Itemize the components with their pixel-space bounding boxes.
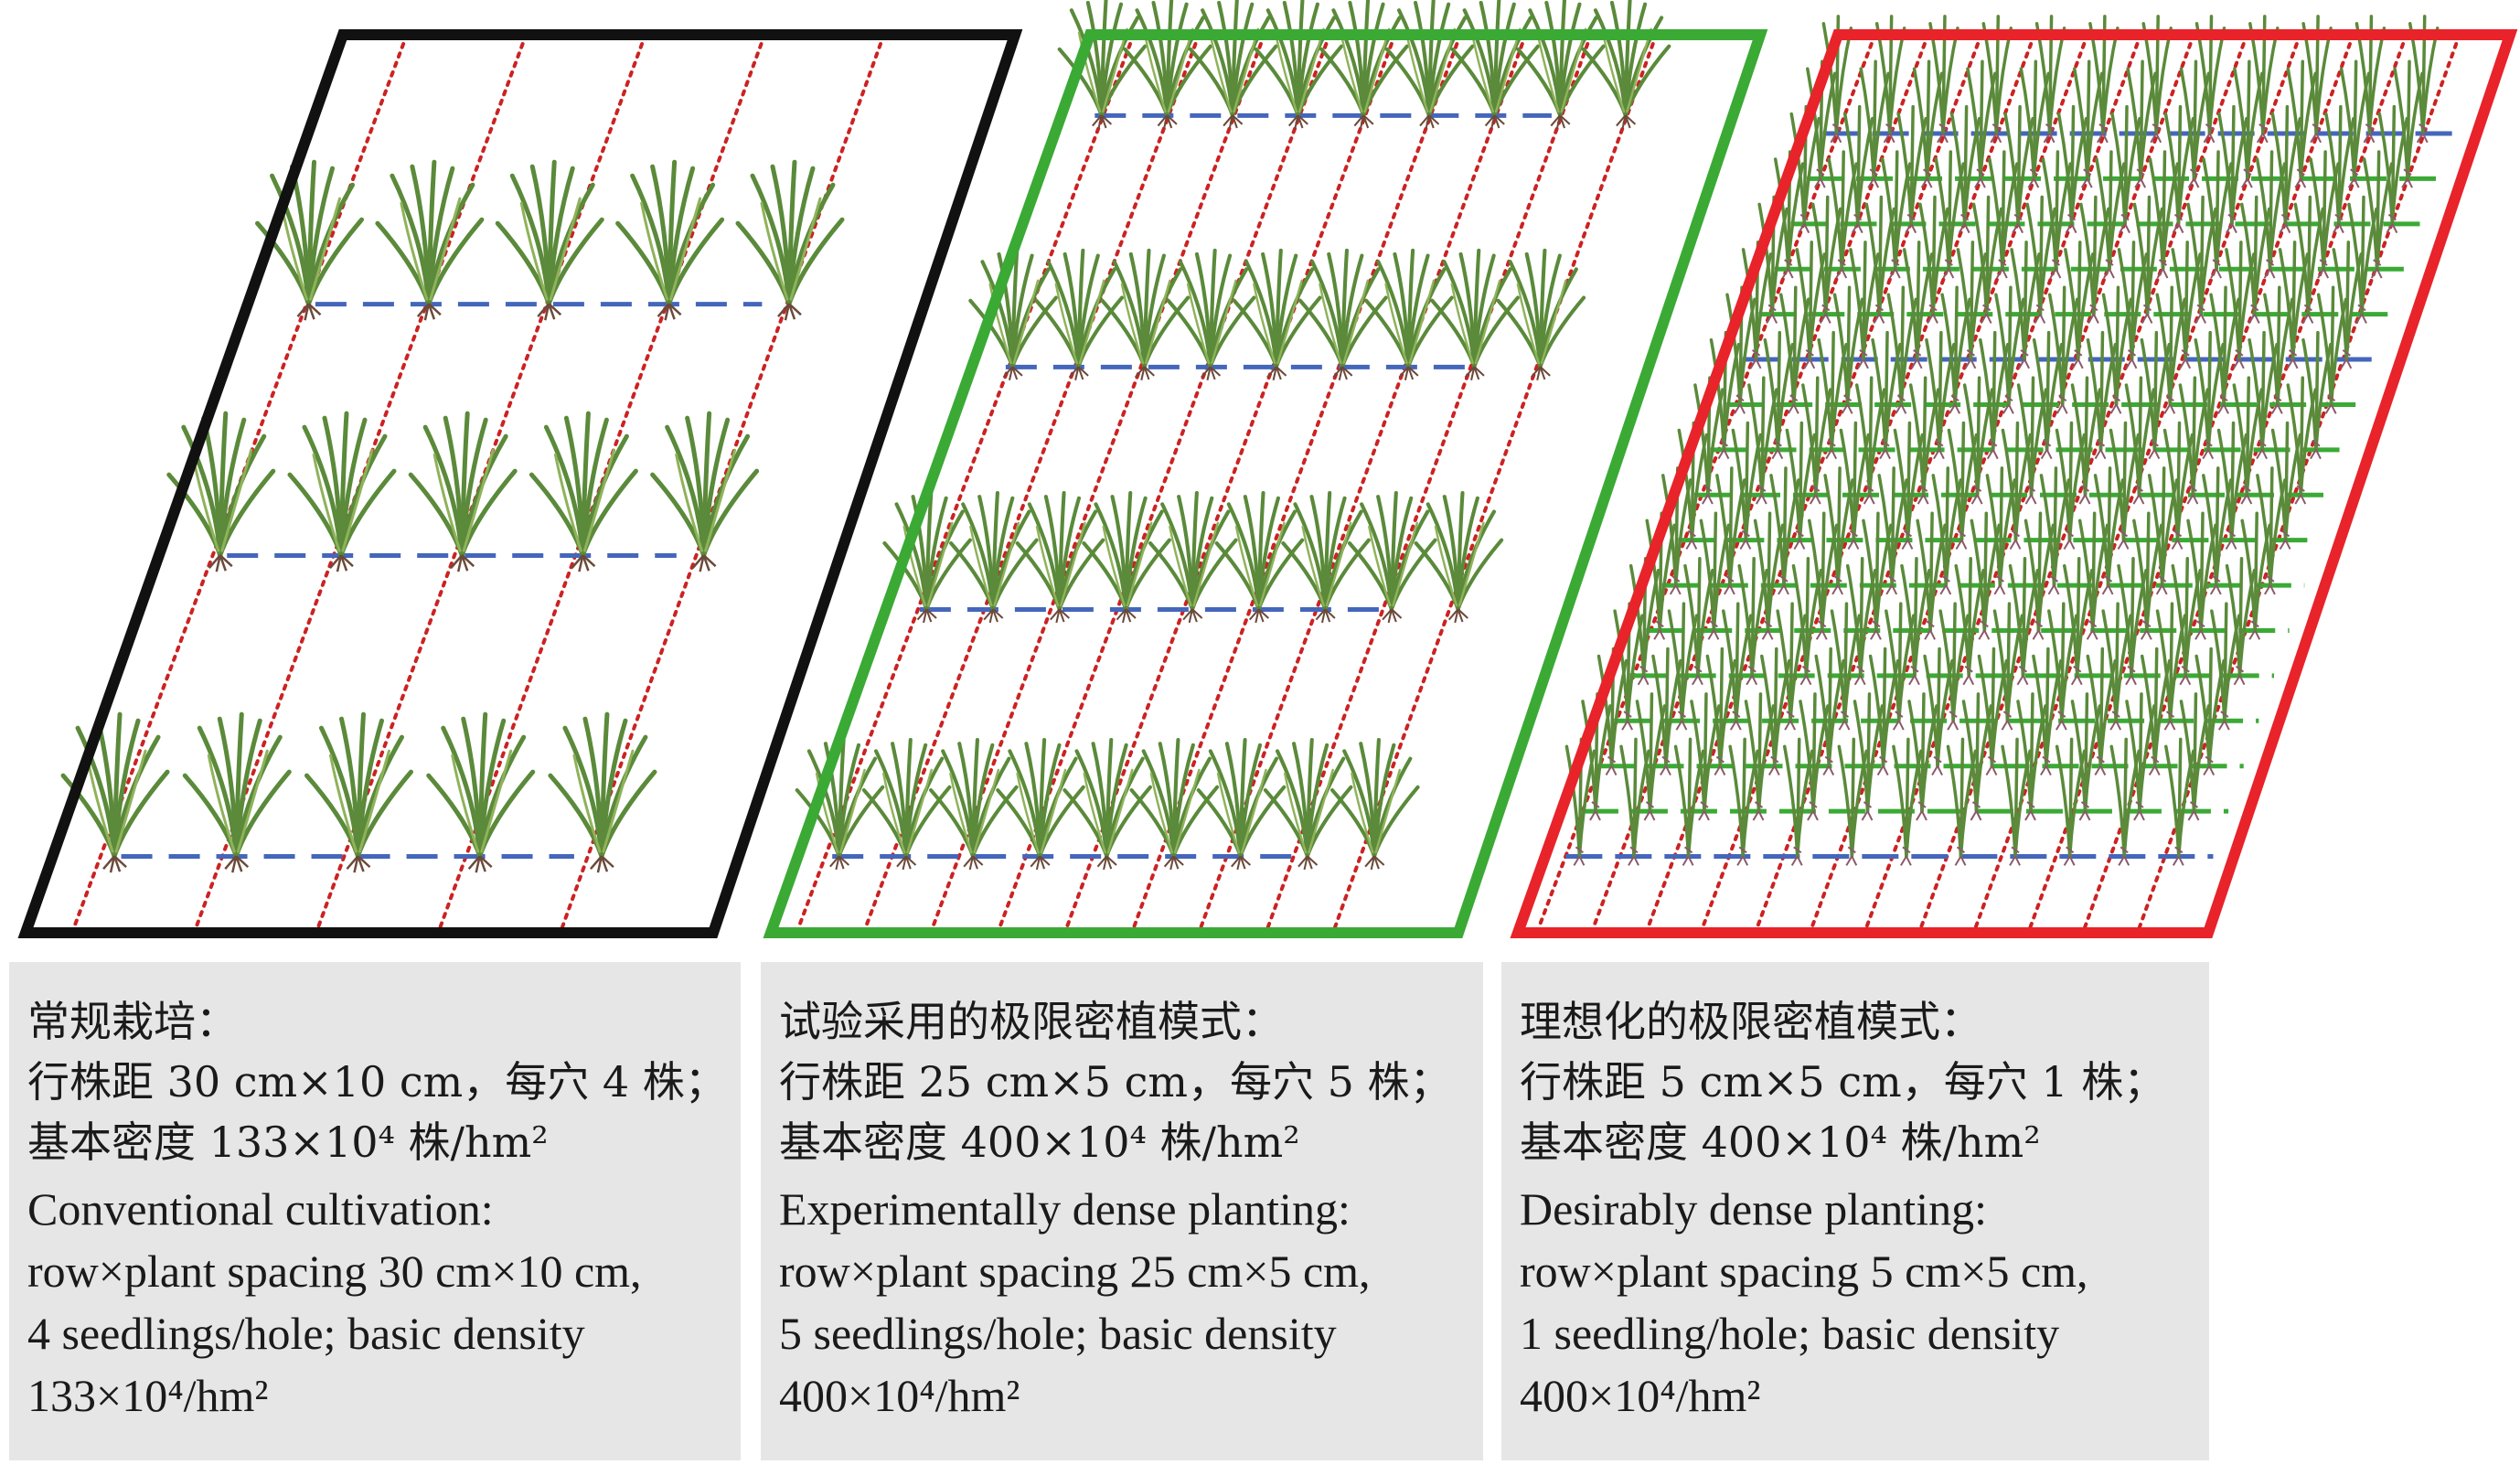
column-line xyxy=(1332,42,1655,930)
rice-plant xyxy=(550,714,655,872)
panel-frame xyxy=(1510,29,2518,938)
caption-en-line-1: Experimentally dense planting: xyxy=(779,1183,1351,1235)
rice-plant xyxy=(531,413,635,572)
rice-plant xyxy=(411,413,515,572)
rice-plant xyxy=(185,714,289,872)
column-line xyxy=(863,42,1198,930)
rice-plant xyxy=(290,413,394,572)
rice-plant xyxy=(998,740,1083,870)
caption-zh-density: 基本密度 400×10⁴ 株/hm² xyxy=(779,1117,1300,1167)
caption-en-line-2: row×plant spacing 5 cm×5 cm, xyxy=(1520,1246,2088,1297)
caption-desirable: 理想化的极限密植模式： 行株距 5 cm×5 cm，每穴 1 株； 基本密度 4… xyxy=(1501,962,2209,1460)
rice-plant xyxy=(864,740,949,870)
caption-en-line-1: Desirably dense planting: xyxy=(1520,1183,1987,1235)
rice-plant xyxy=(1265,740,1351,870)
caption-zh-spacing: 行株距 5 cm×5 cm，每穴 1 株； xyxy=(1520,1057,2166,1107)
rice-plant xyxy=(970,251,1055,380)
caption-en-line-1: Conventional cultivation: xyxy=(27,1183,494,1235)
caption-zh-spacing: 行株距 30 cm×10 cm，每穴 4 株； xyxy=(27,1057,727,1107)
rice-plant xyxy=(618,162,722,320)
planting-pattern-diagram xyxy=(17,0,2518,938)
panel-conventional xyxy=(17,29,1023,938)
column-line xyxy=(998,42,1329,930)
rice-plant xyxy=(497,162,602,320)
caption-zh-title: 理想化的极限密植模式： xyxy=(1520,997,1982,1046)
column-line xyxy=(438,42,763,930)
caption-en-line-4: 400×10⁴/hm² xyxy=(1520,1370,1761,1421)
rice-plant xyxy=(306,714,411,872)
rice-plant xyxy=(1132,740,1217,870)
column-line xyxy=(1131,42,1459,930)
caption-experimental: 试验采用的极限密植模式： 行株距 25 cm×5 cm，每穴 5 株； 基本密度… xyxy=(761,962,1483,1460)
column-line xyxy=(1064,42,1393,930)
column-line xyxy=(1199,42,1524,930)
caption-en-line-4: 133×10⁴/hm² xyxy=(27,1370,269,1421)
caption-zh-density: 基本密度 133×10⁴ 株/hm² xyxy=(27,1117,549,1167)
rice-plant xyxy=(1332,740,1417,870)
caption-zh-spacing: 行株距 25 cm×5 cm，每穴 5 株； xyxy=(779,1057,1452,1107)
caption-en-line-2: row×plant spacing 30 cm×10 cm, xyxy=(27,1246,642,1297)
caption-zh-title: 常规栽培： xyxy=(27,997,238,1046)
rice-plant xyxy=(931,740,1016,870)
rice-plant xyxy=(653,413,757,572)
caption-zh-title: 试验采用的极限密植模式： xyxy=(779,997,1284,1046)
caption-zh-density: 基本密度 400×10⁴ 株/hm² xyxy=(1520,1117,2041,1167)
rice-plant xyxy=(1064,740,1149,870)
panel-frame xyxy=(17,29,1023,938)
caption-conventional: 常规栽培： 行株距 30 cm×10 cm，每穴 4 株； 基本密度 133×1… xyxy=(9,962,741,1460)
column-line xyxy=(930,42,1263,930)
rice-plant xyxy=(378,162,482,320)
panel-desirable xyxy=(1510,15,2518,938)
caption-en-line-4: 400×10⁴/hm² xyxy=(779,1370,1020,1421)
caption-en-line-2: row×plant spacing 25 cm×5 cm, xyxy=(779,1246,1371,1297)
rice-plant xyxy=(1060,0,1145,129)
panel-frame xyxy=(763,29,1768,938)
caption-en-line-3: 5 seedlings/hole; basic density xyxy=(779,1308,1337,1359)
column-line xyxy=(560,42,882,930)
column-line xyxy=(315,42,645,930)
rice-plant xyxy=(884,493,969,623)
panel-experimental xyxy=(763,0,1768,938)
rice-plant xyxy=(429,714,533,872)
rice-plant xyxy=(1199,740,1284,870)
caption-en-line-3: 1 seedling/hole; basic density xyxy=(1520,1308,2060,1359)
caption-en-line-3: 4 seedlings/hole; basic density xyxy=(27,1308,585,1359)
rice-plant xyxy=(797,740,882,870)
column-line xyxy=(1265,42,1590,930)
column-line xyxy=(796,42,1132,930)
rice-plant xyxy=(738,162,842,320)
